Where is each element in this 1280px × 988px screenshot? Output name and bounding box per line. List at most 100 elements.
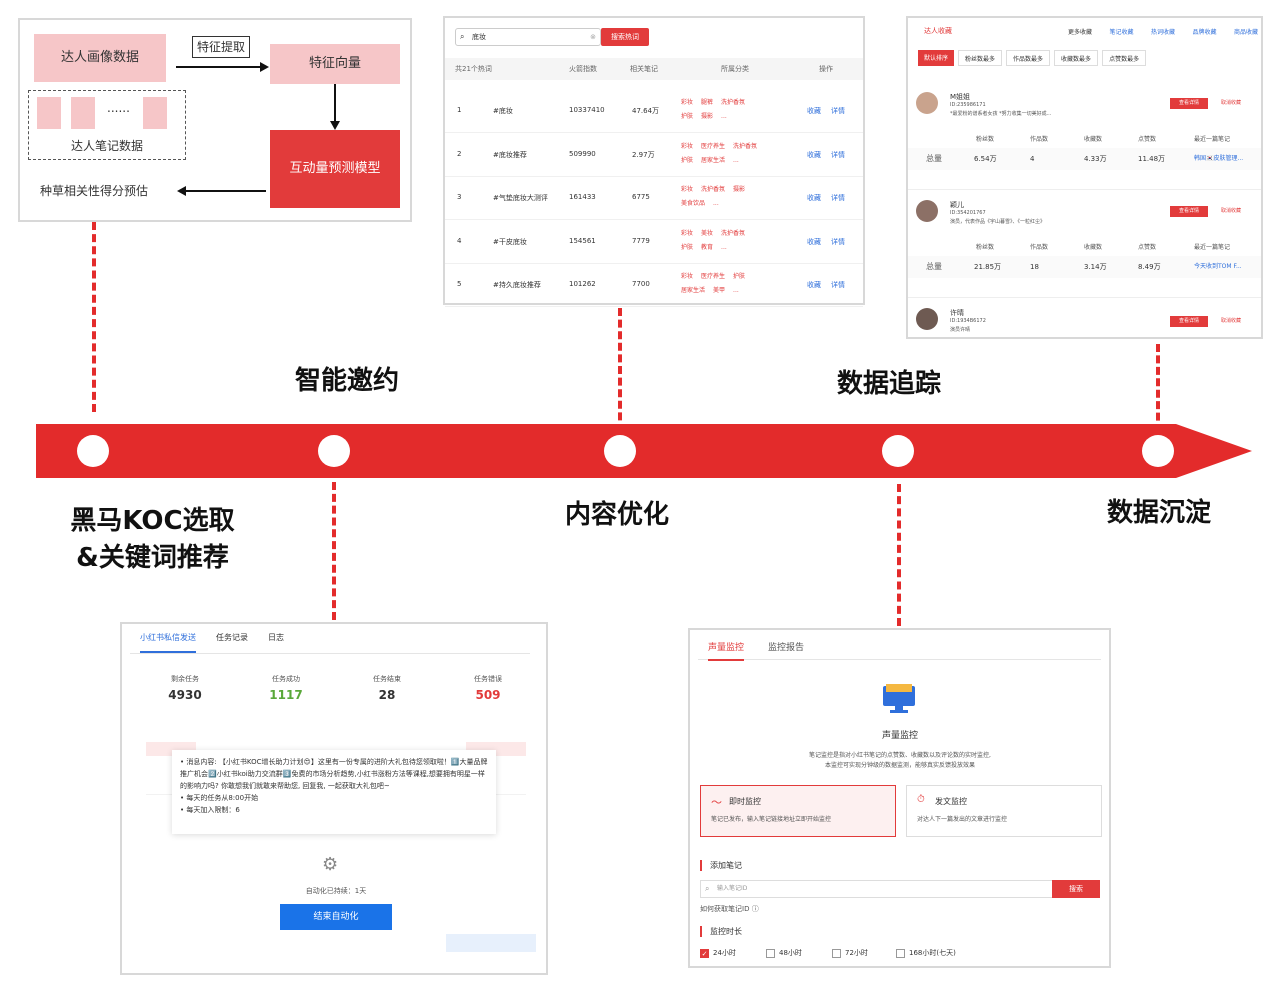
checkbox[interactable] xyxy=(766,948,775,958)
timeline-node-2 xyxy=(318,435,350,467)
duration-option[interactable]: 72小时 xyxy=(832,948,868,958)
view-detail-button[interactable]: 查看详情 xyxy=(1170,98,1208,109)
add-note-heading: 添加笔记 xyxy=(700,860,742,871)
duration-option[interactable]: 48小时 xyxy=(766,948,802,958)
option-instant-monitor[interactable]: 〜 即时监控 笔记已发布，输入笔记链接地址立即开始监控 xyxy=(700,785,896,837)
note-id-input[interactable]: ⌕ 输入笔记ID xyxy=(700,880,1054,898)
category-tag: 教育 xyxy=(701,243,714,251)
kol-card: 颖儿 ID:354201767 演员，代表作品《宇山暮雪》、《一粒红尘》 查看详… xyxy=(908,194,1261,298)
search-hot-words-button[interactable]: 搜索热词 xyxy=(601,28,649,46)
category-tag: 彩妆 xyxy=(681,229,694,237)
category-tag: 彩妆 xyxy=(681,273,694,280)
task-start-time: • 每天的任务从8:00开始 xyxy=(180,794,259,802)
category-tags: 彩妆医疗养生护肤居家生活美甲... xyxy=(681,270,791,298)
checkbox[interactable] xyxy=(896,948,905,958)
stats-values: 总量 21.85万 18 3.14万 8.49万 今天收到TOM F... xyxy=(908,256,1261,278)
timeline-node-5 xyxy=(1142,435,1174,467)
stat-value: 28 xyxy=(378,688,396,702)
clear-icon[interactable]: ⊗ xyxy=(590,33,596,41)
search-value: 底妆 xyxy=(472,33,486,41)
kol-collection-panel: 达人收藏 更多收藏 笔记收藏 热词收藏 品牌收藏 商品收藏 默认排序 粉丝数最多… xyxy=(906,16,1263,339)
filter-default[interactable]: 默认排序 xyxy=(918,50,955,66)
monitor-tabs: 声量监控 监控报告 xyxy=(698,638,1101,661)
tab-task-records[interactable]: 任务记录 xyxy=(216,633,248,642)
category-tag: 美食饮品 xyxy=(681,200,706,207)
hotword-collection-link[interactable]: 热词收藏 xyxy=(1150,29,1175,36)
keyword-search-input[interactable]: ⌕ 底妆 ⊗ xyxy=(455,28,601,46)
collect-link[interactable]: 收藏 xyxy=(807,237,821,246)
connector-2 xyxy=(332,482,336,620)
checkbox[interactable]: ✓ xyxy=(700,948,709,958)
detail-link[interactable]: 详情 xyxy=(831,107,845,115)
category-tags: 彩妆美妆洗护香氛护肤教育... xyxy=(681,227,791,255)
cancel-collect-button[interactable]: 取消收藏 xyxy=(1220,100,1241,106)
filter-fans[interactable]: 粉丝数最多 xyxy=(958,50,1003,66)
kol-desc: 演员，代表作品《宇山暮雪》、《一粒红尘》 xyxy=(950,219,1046,225)
tab-private-message[interactable]: 小红书私信发送 xyxy=(140,632,196,653)
more-collections-link[interactable]: 更多收藏 xyxy=(1068,29,1093,36)
stage-label-invite: 智能邀约 xyxy=(294,366,399,396)
detail-link[interactable]: 详情 xyxy=(831,150,845,159)
collect-link[interactable]: 收藏 xyxy=(807,281,821,289)
how-to-get-id-link[interactable]: 如何获取笔记ID ⓘ xyxy=(700,905,759,913)
clock-icon: ⏱ xyxy=(917,794,925,805)
tab-logs[interactable]: 日志 xyxy=(268,633,284,642)
latest-note-link[interactable]: 今天收到TOM F... xyxy=(1194,263,1242,270)
kol-name: 颖儿 xyxy=(950,201,964,209)
category-tag: 彩妆 xyxy=(681,186,694,193)
collection-top-links: 更多收藏 笔记收藏 热词收藏 品牌收藏 商品收藏 xyxy=(1068,27,1258,36)
filter-favorites[interactable]: 收藏数最多 xyxy=(1054,50,1099,66)
tab-voice-monitor[interactable]: 声量监控 xyxy=(708,640,745,661)
filter-likes[interactable]: 点赞数最多 xyxy=(1102,50,1147,66)
view-detail-button[interactable]: 查看详情 xyxy=(1170,206,1208,217)
cancel-collect-button[interactable]: 取消收藏 xyxy=(1220,208,1241,214)
search-icon: ⌕ xyxy=(460,32,465,41)
detail-link[interactable]: 详情 xyxy=(831,237,845,246)
timeline-node-1 xyxy=(77,435,109,467)
collect-link[interactable]: 收藏 xyxy=(807,150,821,159)
note-block xyxy=(37,97,61,129)
monitor-screen-icon xyxy=(883,684,915,713)
notes-count-cell: 47.64万 xyxy=(632,107,660,115)
option-post-monitor[interactable]: ⏱ 发文监控 对达人下一篇发出的文章进行监控 xyxy=(906,785,1102,837)
detail-link[interactable]: 详情 xyxy=(831,281,845,289)
ellipsis: ...... xyxy=(107,101,130,115)
detail-link[interactable]: 详情 xyxy=(831,194,845,202)
view-detail-button[interactable]: 查看详情 xyxy=(1170,316,1208,327)
category-tag: ... xyxy=(733,287,739,294)
duration-option[interactable]: 168小时(七天) xyxy=(896,948,956,958)
note-collection-link[interactable]: 笔记收藏 xyxy=(1109,29,1134,36)
cancel-collect-button[interactable]: 取消收藏 xyxy=(1220,318,1241,324)
rocket-index-cell: 10337410 xyxy=(569,106,605,114)
row-index: 1 xyxy=(457,106,462,114)
duration-option[interactable]: ✓24小时 xyxy=(700,948,736,958)
collect-link[interactable]: 收藏 xyxy=(807,107,821,115)
end-automation-button[interactable]: 结束自动化 xyxy=(280,904,392,930)
collect-link[interactable]: 收藏 xyxy=(807,194,821,202)
note-block xyxy=(143,97,167,129)
connector-1 xyxy=(92,222,96,412)
timeline-node-4 xyxy=(882,435,914,467)
category-tag: 美甲 xyxy=(713,287,726,294)
note-search-button[interactable]: 搜索 xyxy=(1052,880,1100,898)
tab-monitor-report[interactable]: 监控报告 xyxy=(768,643,805,653)
latest-note-link[interactable]: 韩国🇰🇷皮肤管理... xyxy=(1194,155,1244,162)
monitor-title: 声量监控 xyxy=(881,731,918,741)
score-label: 种草相关性得分预估 xyxy=(40,184,149,198)
filter-works[interactable]: 作品数最多 xyxy=(1006,50,1051,66)
category-tag: 腿裤 xyxy=(701,99,714,106)
sort-filters: 默认排序 粉丝数最多 作品数最多 收藏数最多 点赞数最多 xyxy=(918,50,1147,66)
feature-extract-label: 特征提取 xyxy=(192,36,250,58)
header-rocket-index: 火箭指数 xyxy=(569,65,597,73)
help-icon: ⓘ xyxy=(751,905,759,913)
hot-keyword-panel: ⌕ 底妆 ⊗ 搜索热词 共21个热词 火箭指数 相关笔记 所属分类 操作 1#底… xyxy=(443,16,865,307)
stat-label: 剩余任务 xyxy=(171,675,199,683)
checkbox[interactable] xyxy=(832,948,841,958)
kol-name: M姐姐 xyxy=(950,93,971,101)
category-tag: ... xyxy=(721,243,727,251)
brand-collection-link[interactable]: 品牌收藏 xyxy=(1192,29,1217,36)
product-collection-link[interactable]: 商品收藏 xyxy=(1233,29,1258,36)
